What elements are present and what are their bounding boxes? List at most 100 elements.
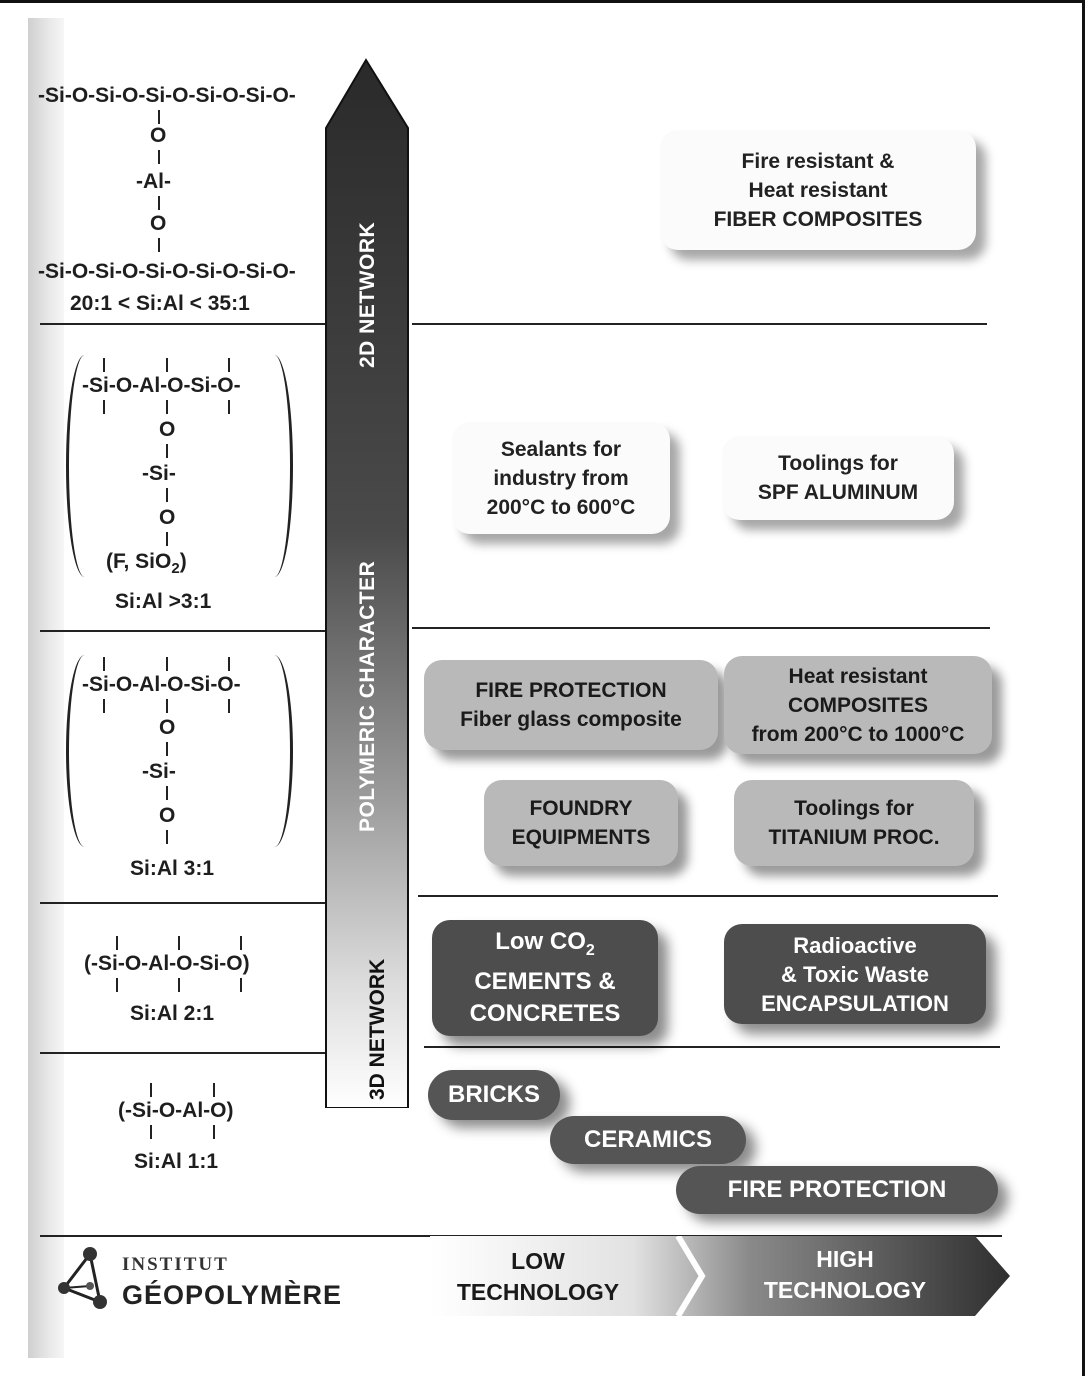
app-line: industry from: [493, 466, 629, 490]
bond-line: [158, 196, 160, 210]
bond-line: [166, 786, 168, 800]
ratio-label: 20:1 < Si:Al < 35:1: [70, 292, 250, 315]
app-line: Heat resistant: [788, 664, 928, 688]
app-cements: Low CO2 CEMENTS & CONCRETES: [432, 920, 658, 1036]
separator-2-left: [40, 630, 330, 632]
separator-3-left: [40, 902, 340, 904]
technology-arrow: [430, 1236, 1010, 1316]
formula-bottom-chain: -Si-O-Si-O-Si-O-Si-O-Si-O-: [38, 260, 296, 283]
app-line: EQUIPMENTS: [511, 826, 651, 849]
bond-line: [158, 110, 160, 124]
high-technology-label: HIGH TECHNOLOGY: [740, 1244, 950, 1306]
app-line: 200°C to 600°C: [486, 495, 636, 519]
separator-2-right: [412, 627, 990, 629]
filler-subscript: 2: [171, 560, 180, 578]
formula-top-chain: -Si-O-Si-O-Si-O-Si-O-Si-O-: [38, 84, 296, 107]
formula-chain: (-Si-O-Al-O-Si-O): [84, 952, 250, 975]
app-line: COMPOSITES: [787, 693, 929, 717]
bond-line: [178, 978, 180, 992]
bond-line: [228, 400, 230, 414]
app-line: FIRE PROTECTION: [475, 679, 667, 702]
ratio-label: Si:Al 1:1: [134, 1150, 219, 1173]
filler-text: (F, SiO: [106, 550, 172, 573]
bond-line: [166, 532, 168, 546]
polymeric-character-arrow: [325, 58, 409, 1108]
bond-line: [213, 1083, 215, 1097]
app-line: TITANIUM PROC.: [768, 826, 940, 849]
tech-chevron: [675, 1236, 706, 1316]
formula-oxygen: O: [159, 716, 176, 739]
app-fire-protection-glass: FIRE PROTECTION Fiber glass composite: [424, 660, 718, 750]
tech-arrow-shape: [430, 1236, 1010, 1316]
app-line: SPF ALUMINUM: [757, 481, 919, 504]
formula-oxygen: O: [159, 506, 176, 529]
app-line: Toolings for: [794, 797, 914, 820]
formula-oxygen: O: [150, 124, 167, 147]
separator-1-left: [40, 323, 330, 325]
right-border: [1082, 0, 1085, 1376]
label-2d-network: 2D NETWORK: [356, 221, 379, 368]
formula-chain: (-Si-O-Al-O): [118, 1099, 234, 1122]
logo-institut: INSTITUT: [122, 1254, 229, 1275]
bond-line: [240, 936, 242, 950]
bond-line: [103, 358, 105, 372]
geopolymere-logo-icon: [58, 1247, 107, 1309]
tech-line: LOW: [511, 1248, 565, 1274]
formula-oxygen: O: [150, 212, 167, 235]
app-line: from 200°C to 1000°C: [751, 722, 965, 746]
bond-line: [228, 358, 230, 372]
label-polymeric-character: POLYMERIC CHARACTER: [356, 560, 379, 832]
app-fire-protection: FIRE PROTECTION: [676, 1166, 998, 1214]
bond-line: [116, 936, 118, 950]
app-line: Fiber glass composite: [460, 708, 682, 731]
bond-line: [166, 400, 168, 414]
bond-line: [166, 699, 168, 713]
bond-line: [150, 1083, 152, 1097]
formula-silicon: -Si-: [142, 760, 176, 783]
bond-line: [213, 1125, 215, 1139]
app-toolings-titanium: Toolings for TITANIUM PROC.: [734, 780, 974, 866]
bond-line: [166, 488, 168, 502]
separator-4-right: [424, 1046, 1000, 1048]
formula-chain: -Si-O-Al-O-Si-O-: [82, 374, 241, 397]
separator-3-right: [418, 895, 998, 897]
app-line: Fire resistant &: [741, 149, 895, 173]
app-line: Low CO2: [470, 926, 621, 967]
left-grey-strip: [28, 18, 64, 1358]
bond-line: [240, 978, 242, 992]
right-bracket: [262, 355, 293, 577]
bond-line: [116, 978, 118, 992]
app-toolings-spf: Toolings for SPF ALUMINUM: [722, 436, 954, 520]
bond-line: [166, 358, 168, 372]
ratio-label: Si:Al 3:1: [130, 857, 215, 880]
bond-line: [166, 830, 168, 844]
separator-1-right: [412, 323, 987, 325]
left-bracket: [66, 655, 97, 847]
bond-line: [103, 400, 105, 414]
formula-silicon: -Si-: [142, 462, 176, 485]
ratio-label: Si:Al >3:1: [115, 590, 212, 613]
app-line: CEMENTS &: [474, 968, 616, 996]
app-line: & Toxic Waste: [781, 961, 929, 987]
formula-oxygen: O: [159, 804, 176, 827]
logo-geopolymere: GÉOPOLYMÈRE: [122, 1280, 343, 1310]
app-ceramics: CERAMICS: [550, 1116, 746, 1164]
bond-line: [228, 699, 230, 713]
cements-subscript: 2: [585, 941, 595, 959]
tech-line: TECHNOLOGY: [763, 1277, 927, 1303]
app-line: Heat resistant: [748, 178, 888, 202]
app-fiber-composites: Fire resistant & Heat resistant FIBER CO…: [660, 130, 976, 250]
bond-line: [103, 699, 105, 713]
formula-chain: -Si-O-Al-O-Si-O-: [82, 673, 241, 696]
app-line: FOUNDRY: [529, 797, 633, 820]
bond-line: [228, 657, 230, 671]
app-waste-encapsulation: Radioactive & Toxic Waste ENCAPSULATION: [724, 924, 986, 1024]
bond-line: [158, 238, 160, 252]
formula-filler: (F, SiO2): [106, 550, 187, 577]
bond-line: [103, 657, 105, 671]
formula-aluminum: -Al-: [136, 170, 171, 193]
left-bracket: [66, 355, 97, 577]
app-heat-composites: Heat resistant COMPOSITES from 200°C to …: [724, 656, 992, 754]
tech-line: TECHNOLOGY: [456, 1279, 620, 1305]
